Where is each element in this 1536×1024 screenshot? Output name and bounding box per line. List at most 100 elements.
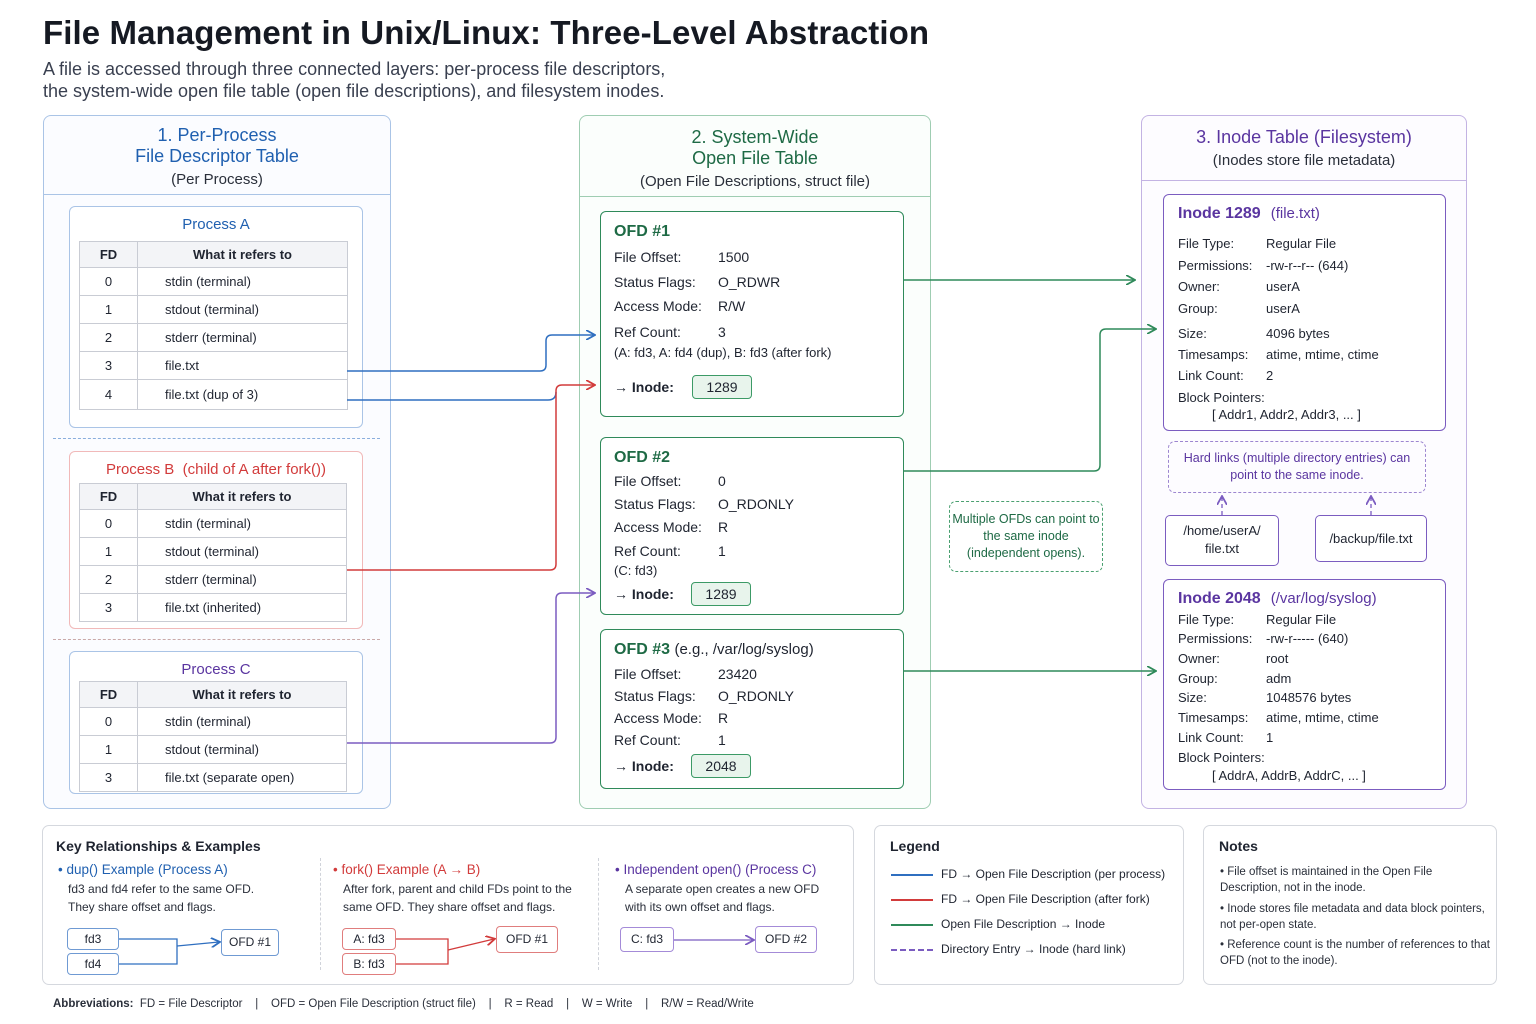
section-separator bbox=[598, 858, 599, 970]
inode-2048-type-row: File Type:Regular File bbox=[1178, 612, 1336, 627]
fd-number: 0 bbox=[79, 267, 138, 296]
field-label: Permissions: bbox=[1178, 258, 1253, 273]
field-value: Regular File bbox=[1266, 612, 1337, 627]
ofd-3-title-ext: (e.g., /var/log/syslog) bbox=[674, 641, 814, 658]
inode-1289-blocks-label: Block Pointers: bbox=[1178, 390, 1265, 405]
field-label: Group: bbox=[1178, 671, 1218, 686]
open-example-heading: • Independent open() (Process C) bbox=[615, 862, 817, 877]
open-example-text: A separate open creates a new OFD with i… bbox=[625, 880, 819, 916]
fd-target: stdout (terminal) bbox=[137, 537, 347, 566]
table-header-row: FD What it refers to bbox=[79, 241, 348, 268]
dup-chip-ofd1: OFD #1 bbox=[221, 929, 279, 956]
fd-number: 1 bbox=[79, 537, 138, 566]
field-value: O_RDONLY bbox=[718, 688, 794, 704]
fd-target: file.txt (inherited) bbox=[137, 593, 347, 622]
note-item: • File offset is maintained in the Open … bbox=[1220, 866, 1433, 894]
key-relationships-panel: Key Relationships & Examples • dup() Exa… bbox=[42, 825, 854, 985]
ofd-1-inode-badge: 1289 bbox=[692, 375, 752, 399]
directory-entry-home-line-2: file.txt bbox=[1205, 541, 1239, 556]
inode-2048-group-row: Group:adm bbox=[1178, 671, 1291, 686]
ofd-1-offset-row: File Offset:1500 bbox=[614, 249, 749, 265]
legend-label: FD → Open File Description (after fork) bbox=[941, 892, 1150, 906]
field-label: Ref Count: bbox=[614, 732, 681, 748]
field-value: userA bbox=[1266, 279, 1300, 294]
inode-column-title: 3. Inode Table (Filesystem) bbox=[1196, 127, 1412, 147]
fd-target: stderr (terminal) bbox=[137, 323, 348, 352]
fd-target: file.txt bbox=[137, 351, 348, 380]
fd-target: stdout (terminal) bbox=[137, 295, 348, 324]
legend-swatch-blue bbox=[891, 873, 933, 876]
note-item: • Reference count is the number of refer… bbox=[1220, 939, 1490, 967]
fd-number: 3 bbox=[79, 593, 138, 622]
note-text: File offset is maintained in the Open Fi… bbox=[1220, 866, 1433, 894]
field-value: 1 bbox=[718, 543, 726, 559]
inode-1289-group-row: Group:userA bbox=[1178, 301, 1300, 316]
abbreviations-line: Abbreviations: FD = File Descriptor | OF… bbox=[53, 998, 754, 1010]
inode-2048-title: Inode 2048(/var/log/syslog) bbox=[1178, 590, 1377, 608]
inode-1289-title: Inode 1289(file.txt) bbox=[1178, 205, 1320, 223]
field-value: R bbox=[718, 519, 729, 535]
refers-column-header-cell: What it refers to bbox=[137, 681, 347, 708]
dup-example-line-1: fd3 and fd4 refer to the same OFD. bbox=[68, 882, 255, 896]
legend-title: Legend bbox=[890, 838, 940, 854]
inode-1289-size-row: Size:4096 bytes bbox=[1178, 326, 1330, 341]
fd-number: 3 bbox=[79, 763, 138, 792]
legend-swatch-purple-dashed bbox=[891, 948, 933, 951]
fd-number: 1 bbox=[79, 295, 138, 324]
fork-example-line-1: After fork, parent and child FDs point t… bbox=[343, 882, 572, 896]
table-header-row: FD What it refers to bbox=[79, 483, 347, 510]
field-value: root bbox=[1266, 651, 1289, 666]
directory-entry-backup-text: /backup/file.txt bbox=[1329, 531, 1413, 546]
field-value: 4096 bytes bbox=[1266, 326, 1330, 341]
field-label: File Offset: bbox=[614, 249, 682, 265]
legend-panel: Legend FD → Open File Description (per p… bbox=[874, 825, 1184, 985]
fd-number: 2 bbox=[79, 565, 138, 594]
field-value: O_RDONLY bbox=[718, 496, 794, 512]
table-header-row: FD What it refers to bbox=[79, 681, 347, 708]
field-label: File Offset: bbox=[614, 473, 682, 489]
ofd-1-status-row: Status Flags: O_RDWR bbox=[614, 274, 780, 290]
inode-2048-title-name: Inode 2048 bbox=[1178, 590, 1261, 607]
field-label: Access Mode: bbox=[614, 519, 702, 535]
field-value: 1 bbox=[718, 732, 726, 748]
directory-entry-home-line-1: /home/userA/ bbox=[1183, 523, 1261, 538]
field-label: Status Flags: bbox=[614, 274, 696, 290]
inode-2048-perm-row: Permissions:-rw-r----- (640) bbox=[1178, 631, 1348, 646]
field-value: R/W bbox=[718, 298, 746, 314]
field-value: 23420 bbox=[718, 666, 757, 682]
inode-1289-file: (file.txt) bbox=[1270, 205, 1320, 222]
field-label: Link Count: bbox=[1178, 368, 1244, 383]
notes-panel: Notes • File offset is maintained in the… bbox=[1203, 825, 1497, 985]
abbreviations-label: Abbreviations: bbox=[53, 998, 134, 1010]
field-label: Permissions: bbox=[1178, 631, 1253, 646]
process-b-title: Process B (child of A after fork()) bbox=[70, 461, 362, 478]
fd-target: file.txt (separate open) bbox=[137, 763, 347, 792]
field-label: Status Flags: bbox=[614, 688, 696, 704]
fd-number: 2 bbox=[79, 323, 138, 352]
field-value: O_RDWR bbox=[718, 274, 781, 290]
field-value: R bbox=[718, 710, 729, 726]
note-text: Reference count is the number of referen… bbox=[1220, 939, 1490, 967]
directory-entry-backup: /backup/file.txt bbox=[1315, 515, 1427, 562]
dup-example-line-2: They share offset and flags. bbox=[68, 900, 216, 914]
ofd-2-access-row: Access Mode: R bbox=[614, 519, 728, 535]
field-label: Timesamps: bbox=[1178, 347, 1249, 362]
inode-1289-blocks-value: [ Addr1, Addr2, Addr3, ... ] bbox=[1212, 407, 1361, 422]
field-label: Ref Count: bbox=[614, 324, 681, 340]
field-label: Group: bbox=[1178, 301, 1218, 316]
ofd-2-offset-row: File Offset:0 bbox=[614, 473, 726, 489]
section-separator bbox=[320, 858, 321, 970]
multiple-ofd-note-text: Multiple OFDs can point to the same inod… bbox=[952, 512, 1100, 560]
oft-column-header: 2. System-Wide Open File Table (Open Fil… bbox=[580, 127, 930, 197]
ofd-1-inode-label: → Inode: bbox=[614, 379, 674, 395]
process-a-title: Process A bbox=[182, 216, 250, 233]
fork-chip-b-fd3: B: fd3 bbox=[342, 953, 396, 975]
field-label: Status Flags: bbox=[614, 496, 696, 512]
process-c-title: Process C bbox=[181, 661, 251, 678]
refers-column-header-cell: What it refers to bbox=[137, 241, 348, 268]
